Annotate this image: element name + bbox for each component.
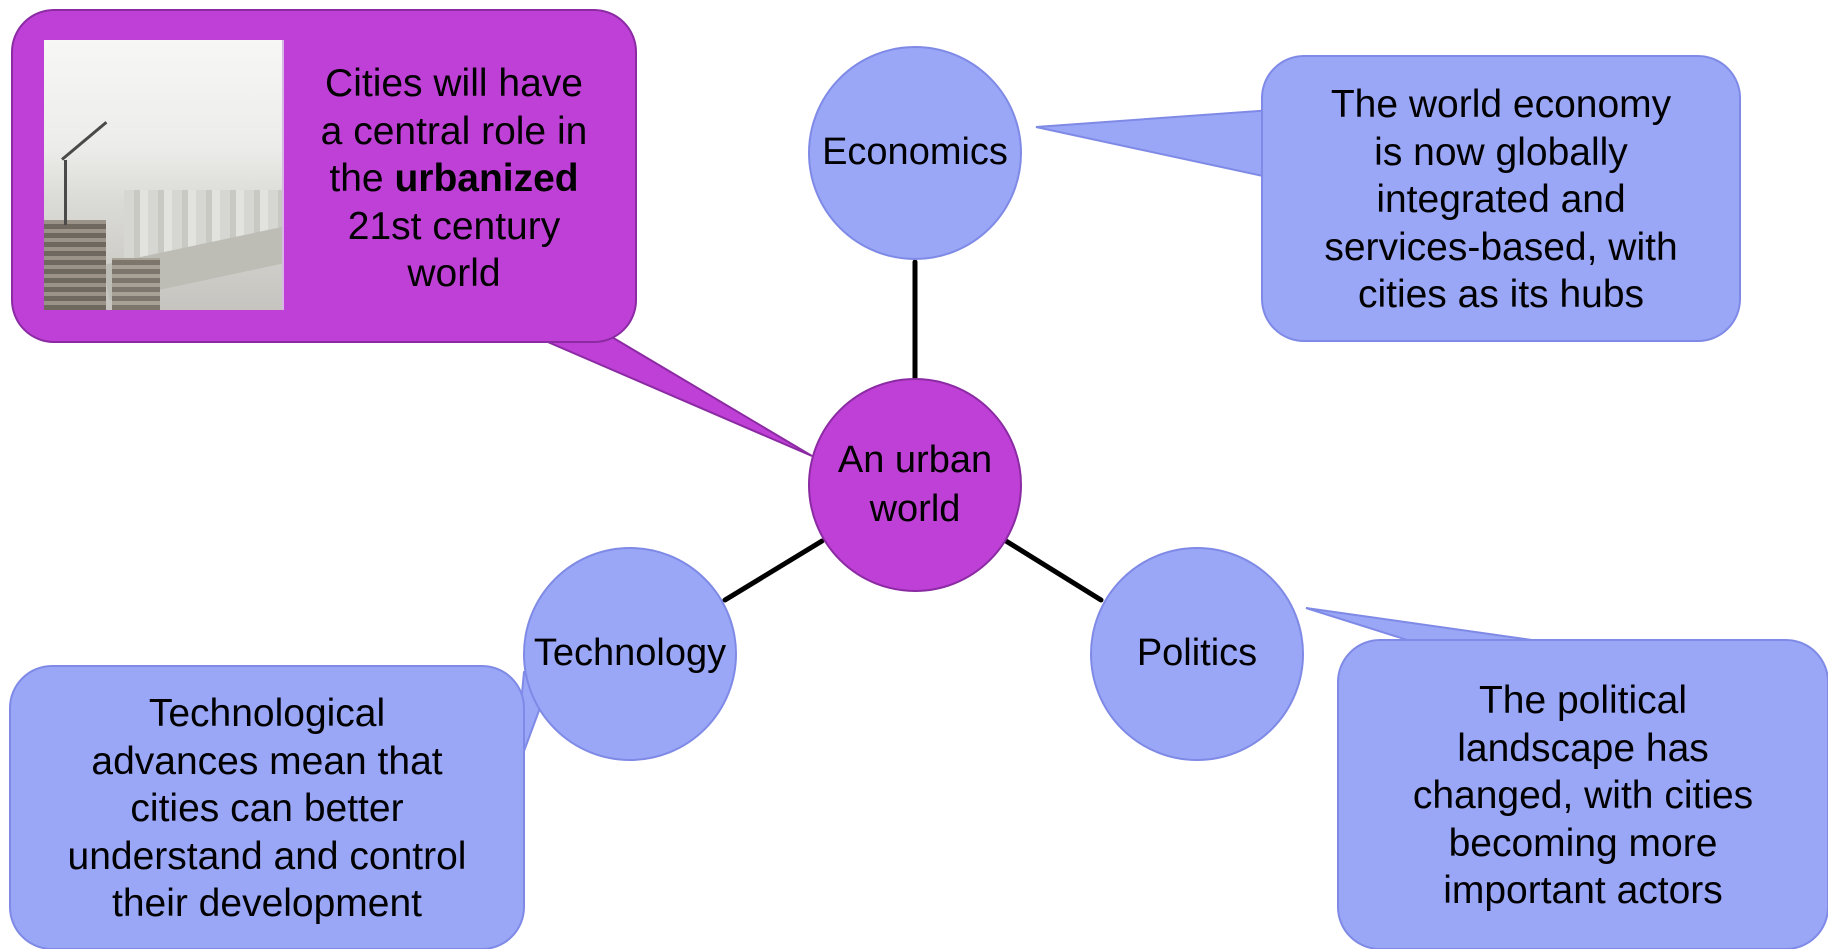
callout-politics-line-5: important actors bbox=[1443, 869, 1723, 913]
callout-urban-line-3-bold: urbanized bbox=[394, 157, 579, 201]
center-label-line-1: An urban bbox=[837, 438, 993, 481]
callout-technology-line-4: understand and control bbox=[67, 834, 467, 878]
callout-urban-pointer bbox=[519, 329, 813, 457]
callout-technology-line-2: advances mean that bbox=[91, 739, 443, 783]
callout-politics-line-3: changed, with cities bbox=[1412, 774, 1754, 818]
callout-politics-line-1: The political bbox=[1478, 679, 1688, 723]
callout-urban-line-5: world bbox=[407, 252, 501, 296]
politics-label: Politics bbox=[1136, 632, 1258, 675]
callout-economics-line-4: services-based, with bbox=[1324, 225, 1678, 269]
callout-technology-text: Technological advances mean that cities … bbox=[20, 678, 514, 940]
connector-politics bbox=[1003, 538, 1104, 603]
callout-politics-box bbox=[1337, 639, 1828, 949]
callout-urban-line-2: a central role in bbox=[320, 109, 588, 153]
center-label: An urban world bbox=[809, 405, 1021, 565]
callout-economics-line-3: integrated and bbox=[1376, 178, 1626, 222]
tower-shape bbox=[44, 220, 106, 310]
callout-technology-line-1: Technological bbox=[148, 692, 386, 736]
callout-politics-pointer bbox=[1305, 607, 1561, 645]
callout-economics-line-2: is now globally bbox=[1374, 130, 1628, 174]
center-label-line-2: world bbox=[869, 488, 961, 530]
callout-politics-text: The political landscape has changed, wit… bbox=[1348, 660, 1818, 932]
callout-technology-box bbox=[9, 665, 525, 949]
callout-urban-text: Cities will have a central role in the u… bbox=[286, 48, 622, 310]
connector-technology bbox=[722, 538, 825, 603]
crane-jib-shape bbox=[61, 121, 108, 161]
technology-label: Technology bbox=[533, 632, 727, 675]
callout-urban-line-3-prefix: the bbox=[329, 157, 395, 201]
callout-economics-line-5: cities as its hubs bbox=[1357, 273, 1645, 317]
callout-urban-line-1: Cities will have bbox=[325, 62, 583, 106]
callout-economics-line-1: The world economy bbox=[1330, 83, 1672, 127]
callout-urban-line-3: the urbanized bbox=[329, 155, 578, 203]
callout-economics-pointer bbox=[1035, 108, 1273, 180]
node-economics bbox=[808, 46, 1022, 260]
tower-shape-2 bbox=[112, 258, 160, 310]
callout-economics-text: The world economy is now globally integr… bbox=[1272, 68, 1730, 332]
callout-politics-line-4: becoming more bbox=[1448, 821, 1718, 865]
callout-technology-line-5: their development bbox=[111, 882, 423, 926]
node-technology bbox=[523, 547, 737, 761]
callout-technology-line-3: cities can better bbox=[130, 787, 404, 831]
city-skyline-image bbox=[44, 40, 284, 310]
economics-label: Economics bbox=[822, 131, 1008, 174]
callout-urban-line-4: 21st century bbox=[347, 204, 561, 248]
node-politics bbox=[1090, 547, 1304, 761]
callout-economics-box bbox=[1261, 55, 1741, 342]
callout-politics-line-2: landscape has bbox=[1457, 726, 1709, 770]
node-center bbox=[808, 378, 1022, 592]
crane-mast-shape bbox=[64, 160, 67, 225]
